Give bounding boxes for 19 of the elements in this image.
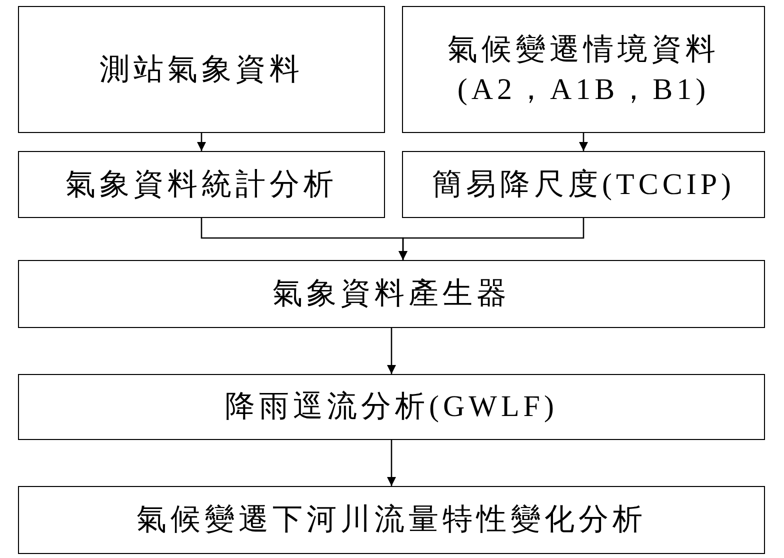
- process-box: [18, 151, 385, 218]
- arrow: [398, 218, 584, 260]
- process-box: [402, 6, 765, 133]
- box-label: 測站氣象資料: [100, 52, 304, 88]
- process-box: [402, 151, 765, 218]
- process-box: [18, 6, 385, 133]
- box-label: 氣象資料統計分析: [66, 166, 338, 202]
- arrow: [197, 133, 206, 151]
- box-label: 氣候變遷情境資料(A2，A1B，B1): [446, 32, 720, 108]
- process-box: [18, 374, 765, 440]
- process-box: [18, 260, 765, 328]
- arrow: [387, 328, 396, 374]
- box-label: 氣象資料產生器: [272, 276, 510, 312]
- box-label: 簡易降尺度(TCCIP): [432, 166, 735, 202]
- arrow: [579, 133, 588, 151]
- box-label: 降雨逕流分析(GWLF): [225, 389, 558, 425]
- box-label: 氣候變遷下河川流量特性變化分析: [136, 502, 646, 538]
- process-box: [18, 486, 765, 554]
- arrow: [387, 440, 396, 486]
